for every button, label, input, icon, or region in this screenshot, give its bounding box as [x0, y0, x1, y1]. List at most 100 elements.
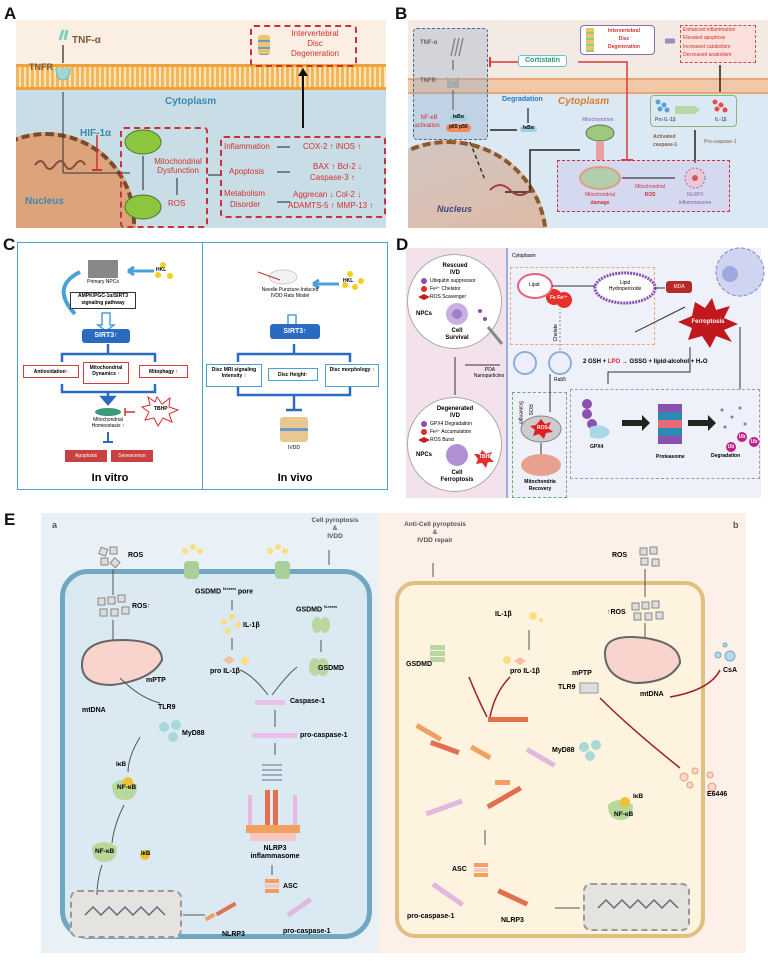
mitochondrion-icon — [124, 194, 162, 220]
ub-badge: Ub — [737, 432, 747, 442]
effect-1: Enhanced inflammation — [683, 27, 736, 33]
dna-icon-b — [597, 898, 679, 910]
tnfr-label: TNFR — [420, 78, 436, 84]
fe-label: Fe Fe²⁺ — [550, 295, 568, 301]
spine-icon — [258, 35, 270, 55]
pda-2: Nanoparticles — [473, 373, 505, 379]
tnfr-receptor-icon — [55, 67, 71, 81]
a-inflammasome-1: NLRP3 — [263, 845, 287, 852]
recovered-mitochondrion-icon — [521, 454, 561, 476]
hkl-label-vivo: HKL — [343, 278, 354, 284]
tnf-alpha-icon — [58, 29, 69, 41]
rat-icon — [268, 269, 298, 285]
mito-recovery-1: Mitochondria — [524, 479, 556, 485]
rescued-title-2: IVD — [449, 270, 460, 276]
b-outcome-2: & — [432, 529, 438, 536]
p65-label: p65 — [449, 124, 458, 130]
rescued-legend-1: Ubiquitin suppressor — [430, 278, 476, 284]
b-e6446: E6446 — [707, 791, 728, 798]
b-outcome-3: IVDD repair — [417, 537, 453, 544]
extracellular-region — [16, 20, 386, 66]
b-nlrp3: NLRP3 — [501, 917, 524, 924]
effect-mitophagy: Mitophagy ↑ — [139, 365, 188, 378]
ros-up-cluster-icon-b — [631, 600, 664, 621]
rescued-ivd-circle — [407, 254, 502, 349]
dna-icon-a — [84, 905, 166, 917]
pro-il-icon — [223, 656, 235, 664]
ros-label: ROS — [168, 199, 186, 208]
sirt3-badge-vitro: SIRT3↑ — [82, 329, 130, 343]
lipid-dashed-box — [510, 267, 655, 345]
gsdmd-nterm-icon — [312, 617, 330, 633]
a-nfkb-2: NF-κB — [95, 848, 115, 855]
a-outcome-2: & — [332, 525, 338, 532]
nlrp3-1: NLRP3 — [686, 192, 704, 198]
a-gsdmd: GSDMD — [318, 665, 345, 672]
nfkb-activation-label: activation — [414, 123, 440, 129]
rescued-title-1: Rescued — [442, 263, 468, 269]
ivd-line-2: Disc — [307, 39, 323, 48]
in-vivo-title: In vivo — [277, 472, 313, 484]
panel-c-graphics — [60, 260, 364, 443]
syringe-icon — [486, 326, 504, 345]
mito-ros-2: ROS — [644, 192, 656, 198]
pro-caspase-bar — [252, 733, 297, 738]
gsdmd-pore-icon — [184, 561, 290, 579]
hkl-label-vitro: HKL — [156, 267, 167, 273]
mitochondrion-icon — [585, 124, 615, 142]
panel-e-graphics — [80, 544, 736, 922]
proteasome-label: Proteasome — [656, 454, 685, 460]
il-dots — [712, 99, 728, 113]
gsh-equation: 2 GSH + LPO → GSSG + lipid-alcohol + H₂O — [583, 359, 708, 366]
in-vivo-box — [202, 242, 388, 490]
degradation-label: Degradation — [711, 453, 741, 459]
ivdd-label: IVDD — [288, 445, 300, 451]
a-ros-up: ROS↑ — [132, 603, 151, 611]
effect-disc-morphology: Disc morphology ↑ — [325, 364, 379, 387]
tbhp-burst-icon — [140, 395, 180, 428]
p65-p50-complex: p65 p50 — [446, 124, 471, 132]
caspase-bar — [255, 700, 285, 705]
outcome-apoptosis: Apoptosis — [65, 450, 107, 462]
spine-icon — [586, 28, 594, 52]
a-ikb-2: IκB — [141, 851, 151, 857]
outcome-apoptosis: Apoptosis — [229, 167, 265, 176]
fragments-icon — [720, 406, 747, 429]
a-caspase: Caspase-1 — [290, 698, 326, 705]
up-arrow-icon: ↑ — [607, 609, 611, 616]
sirt3-badge-vivo: SIRT3↑ — [270, 324, 320, 339]
mito-damage-1: Mitochondrial — [585, 192, 615, 198]
tnf-icon — [450, 37, 464, 57]
a-tlr9: TLR9 — [158, 704, 176, 711]
a-il: IL-1β — [243, 622, 260, 629]
ferroptosis-fate-2: Ferroptosis — [440, 477, 474, 483]
outcome-apoptosis-markers-2: Caspase-3 ↑ — [310, 173, 355, 182]
ros-cluster-icon — [98, 546, 121, 569]
endosome-icon — [513, 351, 537, 375]
up-arrow-icon: ↑ — [147, 603, 151, 610]
panel-c: C Primary NPCs HKL AMPK/PGC-1α/SIRT3 sig… — [0, 232, 400, 502]
a-nterm-sup-2: N-term — [324, 604, 337, 609]
nlrp3-2: inflammasome — [678, 200, 712, 206]
b-gsdmd: GSDMD — [406, 661, 433, 668]
asc-icon — [265, 879, 279, 893]
pro-il-icon-b — [514, 657, 526, 665]
equation-lpo: LPO — [607, 359, 621, 365]
proteasome-icon — [658, 404, 682, 444]
effect-4: Decreased anabolism — [683, 52, 732, 58]
panel-c-label: C — [3, 235, 16, 254]
degenerated-legend-1: GPX4 Degradation — [430, 421, 472, 427]
effect-disc-height: Disc Height↑ — [268, 368, 318, 381]
nfkb-icon — [92, 842, 117, 862]
a-nterm-sup: N-term — [223, 586, 236, 591]
pro-caspase-icon — [286, 897, 313, 918]
activated-casp-1: Activated — [653, 134, 676, 140]
nlrp3-protein-icon — [204, 901, 237, 922]
degenerated-legend-2: Fe²⁺ Accumulation — [430, 429, 472, 435]
degenerated-title-1: Degenerated — [436, 406, 474, 412]
b-csa: CsA — [723, 667, 738, 674]
cell-membrane — [408, 78, 768, 94]
e6446-icon — [679, 767, 717, 792]
effect-disc-mri: Disc MRI signaling Intensity ↑ — [206, 364, 262, 387]
degenerated-title-2: IVD — [449, 413, 460, 419]
